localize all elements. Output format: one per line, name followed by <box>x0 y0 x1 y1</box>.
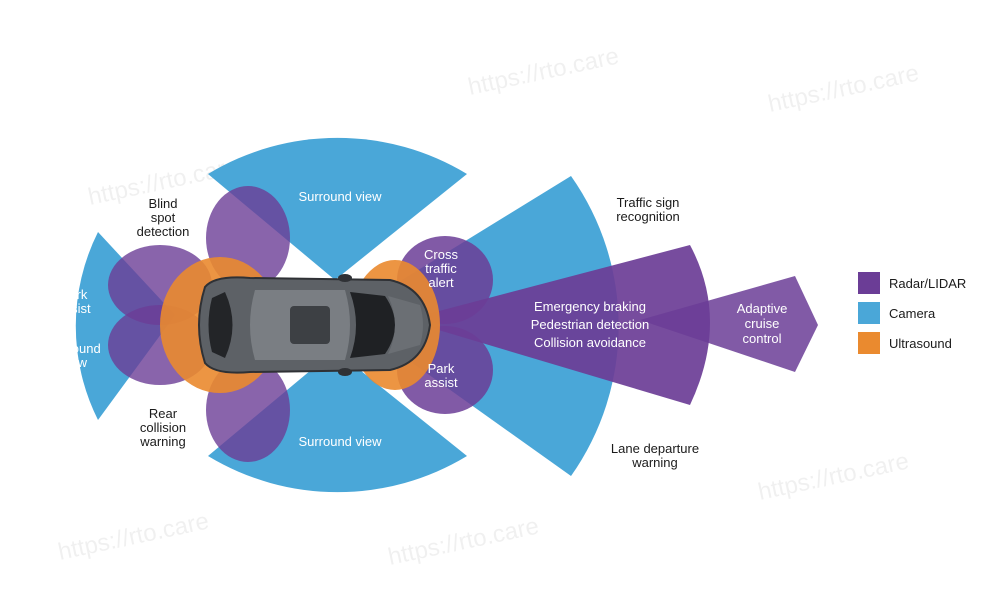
legend-label-camera: Camera <box>889 306 936 321</box>
label-adaptive-cruise-line2: cruise <box>745 316 780 331</box>
label-rear-collision-line2: collision <box>140 420 186 435</box>
label-lane-departure-line1: Lane departure <box>611 441 699 456</box>
legend-label-ultrasound: Ultrasound <box>889 336 952 351</box>
label-adaptive-cruise-line3: control <box>742 331 781 346</box>
label-pedestrian-detection: Pedestrian detection <box>531 317 650 332</box>
label-emergency-braking: Emergency braking <box>534 299 646 314</box>
watermark-4: https://rto.care <box>756 448 912 506</box>
legend-swatch-radar <box>858 272 880 294</box>
label-blind-spot-line2: spot <box>151 210 176 225</box>
label-surround-view-rear-line1: Surround <box>47 341 100 356</box>
label-blind-spot-line3: detection <box>137 224 190 239</box>
label-park-assist-rear-line2: assist <box>57 301 91 316</box>
label-lane-departure-line2: warning <box>631 455 678 470</box>
watermark-2: https://rto.care <box>766 60 922 118</box>
label-park-assist-front-line2: assist <box>424 375 458 390</box>
car-hood <box>388 296 423 354</box>
label-traffic-sign-line2: recognition <box>616 209 680 224</box>
radar-long-range-beam <box>405 245 710 405</box>
car-top-view <box>198 274 432 376</box>
legend-swatch-ultrasound <box>858 332 880 354</box>
label-blind-spot-line1: Blind <box>149 196 178 211</box>
label-rear-collision-line1: Rear <box>149 406 178 421</box>
legend-label-radar: Radar/LIDAR <box>889 276 966 291</box>
label-cross-traffic-line1: Cross <box>424 247 458 262</box>
label-collision-avoidance: Collision avoidance <box>534 335 646 350</box>
label-surround-view-top: Surround view <box>298 189 382 204</box>
legend: Radar/LIDAR Camera Ultrasound <box>858 272 966 354</box>
label-rear-collision-line3: warning <box>139 434 186 449</box>
car-mirror-bottom <box>338 368 352 376</box>
label-cross-traffic-line3: alert <box>428 275 454 290</box>
car-rear-window <box>208 292 233 358</box>
camera-zone-top-surround <box>208 137 467 280</box>
label-park-assist-front-line1: Park <box>428 361 455 376</box>
car-mirror-top <box>338 274 352 282</box>
car-windshield <box>350 292 395 358</box>
label-traffic-sign-line1: Traffic sign <box>617 195 680 210</box>
label-surround-view-bottom: Surround view <box>298 434 382 449</box>
watermark-5: https://rto.care <box>56 508 212 566</box>
car-sunroof <box>290 306 330 344</box>
label-adaptive-cruise-line1: Adaptive <box>737 301 788 316</box>
watermark-1: https://rto.care <box>466 43 622 101</box>
watermark-6: https://rto.care <box>386 513 542 571</box>
legend-swatch-camera <box>858 302 880 324</box>
label-park-assist-rear-line1: Park <box>61 287 88 302</box>
label-surround-view-rear-line2: view <box>61 355 88 370</box>
label-cross-traffic-line2: traffic <box>425 261 457 276</box>
camera-zone-bottom-surround <box>208 350 467 493</box>
radar-adaptive-cruise-beam <box>640 276 818 372</box>
